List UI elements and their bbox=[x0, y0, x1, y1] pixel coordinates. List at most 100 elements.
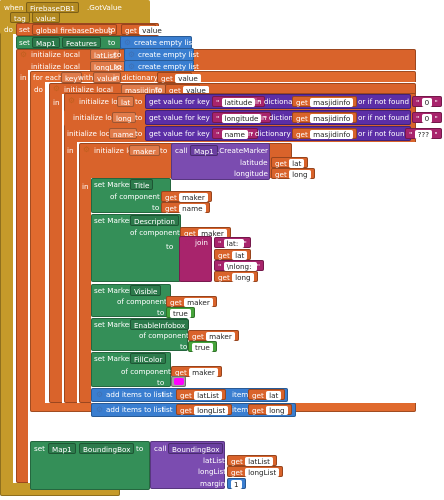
get-name-block[interactable]: get name bbox=[161, 202, 210, 213]
key-text-latitude[interactable]: " latitude " bbox=[212, 96, 265, 107]
get-longList-block[interactable]: get longList bbox=[176, 404, 233, 415]
param-value[interactable]: value bbox=[32, 12, 60, 23]
key-text-name[interactable]: " name " bbox=[212, 128, 258, 139]
key-text-value[interactable]: latitude bbox=[221, 98, 256, 107]
gear-icon[interactable]: ⚙ bbox=[19, 50, 28, 59]
gear-icon[interactable]: ⚙ bbox=[95, 405, 104, 414]
default-text-qqq[interactable]: " ??? " bbox=[405, 128, 442, 139]
get-long-dropdown[interactable]: long bbox=[232, 273, 254, 282]
get-maker-block[interactable]: get maker bbox=[188, 330, 239, 341]
get-long-dropdown[interactable]: long bbox=[289, 170, 311, 179]
get-value-block[interactable]: get value bbox=[157, 72, 201, 83]
color-magenta-block[interactable] bbox=[171, 376, 186, 387]
get-longList-block[interactable]: get longList bbox=[227, 466, 284, 477]
title-property-dropdown[interactable]: Title bbox=[130, 179, 154, 190]
color-swatch[interactable] bbox=[174, 378, 184, 385]
set-marker-fillcolor-block[interactable] bbox=[91, 352, 171, 387]
default-text-value[interactable]: 0 bbox=[421, 98, 433, 107]
key-text-value[interactable]: longitude bbox=[221, 114, 262, 123]
enableinfobox-property-dropdown[interactable]: EnableInfobox bbox=[130, 319, 190, 330]
true-dropdown[interactable]: true bbox=[170, 309, 191, 318]
join-text-value[interactable]: lat: bbox=[223, 239, 244, 248]
get-maker-dropdown[interactable]: maker bbox=[198, 229, 227, 238]
map-component-dropdown[interactable]: Map1 bbox=[32, 37, 60, 48]
get-long-dropdown[interactable]: long bbox=[266, 406, 288, 415]
default-text-0[interactable]: " 0 " bbox=[412, 96, 442, 107]
boundingbox-method-dropdown[interactable]: BoundingBox bbox=[168, 443, 224, 454]
margin-value[interactable]: 1 bbox=[231, 480, 242, 489]
true-block[interactable]: true bbox=[166, 307, 195, 318]
gear-icon[interactable]: ⚙ bbox=[183, 238, 192, 247]
get-latList-dropdown[interactable]: latList bbox=[245, 457, 273, 466]
get-value-dropdown[interactable]: value bbox=[139, 26, 165, 35]
get-maker-dropdown[interactable]: maker bbox=[179, 193, 208, 202]
key-text-longitude[interactable]: " longitude " bbox=[212, 112, 272, 123]
local-var-name-maker[interactable]: maker bbox=[129, 145, 160, 156]
true-dropdown[interactable]: true bbox=[192, 343, 213, 352]
get-maker-dropdown[interactable]: maker bbox=[189, 368, 218, 377]
gear-icon[interactable]: ⚙ bbox=[95, 390, 104, 399]
local-var-name-lat[interactable]: lat bbox=[117, 96, 135, 107]
fillcolor-property-dropdown[interactable]: FillColor bbox=[130, 353, 167, 364]
get-masjidinfo-block[interactable]: get masjidinfo bbox=[292, 112, 358, 123]
default-text-value[interactable]: ??? bbox=[414, 130, 433, 139]
get-lat-block[interactable]: get lat bbox=[271, 157, 309, 168]
get-masjidinfo-dropdown[interactable]: masjidinfo bbox=[310, 98, 354, 107]
gear-icon[interactable]: ⚙ bbox=[127, 62, 136, 71]
get-value-dropdown[interactable]: value bbox=[183, 86, 209, 95]
visible-property-dropdown[interactable]: Visible bbox=[130, 285, 162, 296]
get-lat-block[interactable]: get lat bbox=[214, 249, 252, 260]
key-text-value[interactable]: name bbox=[221, 130, 248, 139]
get-long-block[interactable]: get long bbox=[214, 271, 258, 282]
get-maker-dropdown[interactable]: maker bbox=[184, 298, 213, 307]
local-var-name-name[interactable]: name bbox=[109, 128, 138, 139]
local-var-name-long[interactable]: long bbox=[112, 112, 136, 123]
gear-icon[interactable]: ⚙ bbox=[52, 84, 61, 93]
true-block[interactable]: true bbox=[188, 341, 217, 352]
description-property-dropdown[interactable]: Description bbox=[130, 215, 179, 226]
get-latList-dropdown[interactable]: latList bbox=[194, 391, 222, 400]
get-longList-dropdown[interactable]: longList bbox=[194, 406, 229, 415]
foreach-key-var[interactable]: key bbox=[61, 72, 82, 83]
default-text-value[interactable]: 0 bbox=[421, 114, 433, 123]
get-maker-block[interactable]: get maker bbox=[171, 366, 222, 377]
get-label: get bbox=[296, 130, 308, 139]
get-longList-dropdown[interactable]: longList bbox=[245, 468, 280, 477]
default-text-0[interactable]: " 0 " bbox=[412, 112, 442, 123]
gear-icon[interactable]: ⚙ bbox=[127, 50, 136, 59]
gear-icon[interactable]: ⚙ bbox=[123, 38, 132, 47]
join-text-value[interactable]: \nlong: bbox=[223, 262, 257, 271]
join-text-long[interactable]: " \nlong: " bbox=[214, 260, 265, 271]
call-create-marker-block[interactable] bbox=[171, 143, 270, 180]
foreach-value-var[interactable]: value bbox=[93, 72, 121, 83]
get-masjidinfo-dropdown[interactable]: masjidinfo bbox=[310, 114, 354, 123]
get-lat-dropdown[interactable]: lat bbox=[266, 391, 282, 400]
map-component-dropdown[interactable]: Map1 bbox=[48, 443, 76, 454]
local-var-name-latList[interactable]: latList bbox=[90, 49, 120, 60]
get-masjidinfo-dropdown[interactable]: masjidinfo bbox=[310, 130, 354, 139]
get-value-block[interactable]: get value bbox=[121, 24, 165, 35]
get-masjidinfo-block[interactable]: get masjidinfo bbox=[292, 128, 358, 139]
get-lat-block[interactable]: get lat bbox=[248, 389, 286, 400]
gear-icon[interactable]: ⚙ bbox=[82, 145, 91, 154]
get-lat-dropdown[interactable]: lat bbox=[289, 159, 305, 168]
gear-icon[interactable]: ⚙ bbox=[67, 96, 76, 105]
number-block[interactable]: 1 bbox=[227, 478, 246, 489]
get-long-block[interactable]: get long bbox=[248, 404, 292, 415]
param-tag[interactable]: tag bbox=[10, 12, 30, 23]
get-maker-dropdown[interactable]: maker bbox=[206, 332, 235, 341]
get-masjidinfo-block[interactable]: get masjidinfo bbox=[292, 96, 358, 107]
global-var-dropdown[interactable]: global firebaseDebug bbox=[32, 24, 117, 35]
get-long-block[interactable]: get long bbox=[271, 168, 315, 179]
get-name-dropdown[interactable]: name bbox=[179, 204, 206, 213]
join-text-lat[interactable]: " lat: " bbox=[214, 237, 251, 248]
get-lat-dropdown[interactable]: lat bbox=[232, 251, 248, 260]
features-property-dropdown[interactable]: Features bbox=[62, 37, 101, 48]
boundingbox-property-dropdown[interactable]: BoundingBox bbox=[79, 443, 135, 454]
get-maker-block[interactable]: get maker bbox=[161, 191, 212, 202]
map-component-dropdown[interactable]: Map1 bbox=[190, 145, 218, 156]
get-latList-block[interactable]: get latList bbox=[176, 389, 226, 400]
get-maker-block[interactable]: get maker bbox=[166, 296, 217, 307]
get-value-dropdown[interactable]: value bbox=[175, 74, 201, 83]
get-latList-block[interactable]: get latList bbox=[227, 455, 277, 466]
